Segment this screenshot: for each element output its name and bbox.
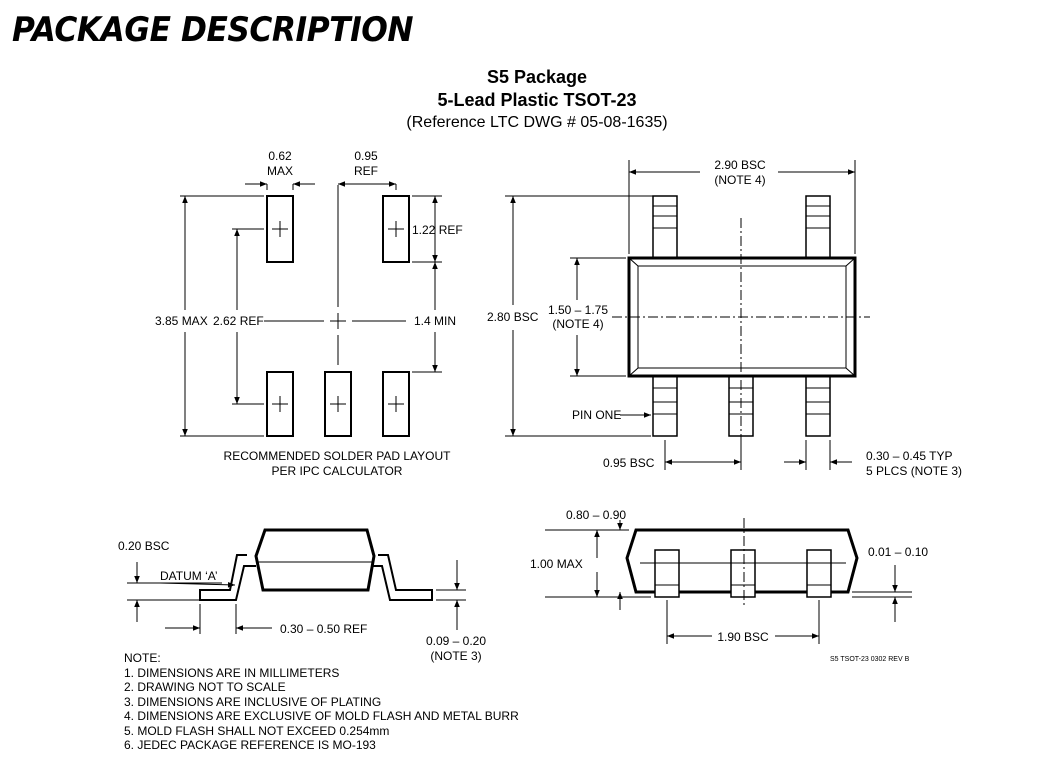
lead: [805, 373, 831, 437]
dim-009-label: 0.09 – 0.20: [426, 634, 486, 648]
dim-280-label: 2.80 BSC: [487, 310, 539, 324]
lead: [652, 373, 678, 437]
dim-150-note: (NOTE 4): [552, 317, 603, 331]
dim-095bsc-label: 0.95 BSC: [603, 456, 655, 470]
dim-290-label: 2.90 BSC: [714, 158, 766, 172]
dim-009-note: (NOTE 3): [430, 649, 481, 663]
note-item: 1. DIMENSIONS ARE IN MILLIMETERS: [124, 665, 340, 680]
top-view: 2.90 BSC (NOTE 4) 2.80 BSC 1.50 – 1.75 (…: [487, 158, 962, 478]
side-view: 0.20 BSC DATUM ‘A’ 0.30 – 0.50 REF 0.09 …: [118, 528, 486, 663]
dim-290-note: (NOTE 4): [714, 173, 765, 187]
package-lead-type: 5-Lead Plastic TSOT-23: [437, 90, 637, 111]
dim-020-label: 0.20 BSC: [118, 539, 170, 553]
dim-122-label: 1.22 REF: [412, 223, 463, 237]
dim-190-label: 1.90 BSC: [717, 630, 769, 644]
dim-080-label: 0.80 – 0.90: [566, 508, 626, 522]
lead: [372, 554, 433, 601]
note-item: 5. MOLD FLASH SHALL NOT EXCEED 0.254mm: [124, 723, 390, 738]
note-item: 2. DRAWING NOT TO SCALE: [124, 680, 286, 694]
drawing-id-label: S5 TSOT-23 0302 REV B: [830, 656, 910, 663]
dim-030-050-label: 0.30 – 0.50 REF: [280, 622, 367, 636]
dim-030-label: 0.30 – 0.45 TYP: [866, 449, 953, 463]
page-title: PACKAGE DESCRIPTION: [12, 10, 414, 50]
dim-262-label: 2.62 REF: [213, 314, 264, 328]
dim-062-label: 0.62: [268, 149, 292, 163]
dim-100-label: 1.00 MAX: [530, 557, 583, 571]
pad-layout-caption-1: RECOMMENDED SOLDER PAD LAYOUT: [224, 449, 452, 463]
pin-one-label: PIN ONE: [572, 408, 621, 422]
note-item: 3. DIMENSIONS ARE INCLUSIVE OF PLATING: [124, 694, 382, 709]
package-reference: (Reference LTC DWG # 05-08-1635): [406, 113, 668, 131]
note-item: 4. DIMENSIONS ARE EXCLUSIVE OF MOLD FLAS…: [124, 709, 519, 723]
dim-385-label: 3.85 MAX: [155, 314, 208, 328]
lead: [199, 554, 256, 601]
dim-030-note: 5 PLCS (NOTE 3): [866, 464, 962, 478]
lead: [730, 549, 756, 598]
dim-095-label: 0.95: [354, 149, 378, 163]
notes-block: NOTE: 1. DIMENSIONS ARE IN MILLIMETERS 2…: [124, 651, 519, 753]
solder-pad: [324, 371, 352, 437]
lead: [805, 195, 831, 261]
package-name: S5 Package: [486, 67, 588, 87]
datum-a-label: DATUM ‘A’: [160, 569, 218, 583]
end-view: 0.80 – 0.90 1.00 MAX 0.01 – 0.10 1.90 BS…: [530, 508, 928, 663]
package-header: S5 Package 5-Lead Plastic TSOT-23 (Refer…: [0, 66, 1064, 134]
pad-layout-caption-2: PER IPC CALCULATOR: [272, 464, 403, 478]
dim-001-label: 0.01 – 0.10: [868, 545, 928, 559]
dim-062-sub-label: MAX: [267, 164, 293, 178]
package-body-side: [254, 528, 376, 592]
dim-14-label: 1.4 MIN: [414, 314, 456, 328]
dim-095-sub-label: REF: [354, 164, 378, 178]
lead: [654, 549, 680, 598]
notes-heading: NOTE:: [124, 651, 161, 665]
lead: [806, 549, 832, 598]
dim-150-label: 1.50 – 1.75: [548, 303, 608, 317]
lead: [652, 195, 678, 261]
solder-pad-layout: 0.62 MAX 0.95 REF 1.22 REF 3.85 MAX 2.62…: [155, 149, 463, 478]
note-item: 6. JEDEC PACKAGE REFERENCE IS MO-193: [124, 738, 376, 752]
